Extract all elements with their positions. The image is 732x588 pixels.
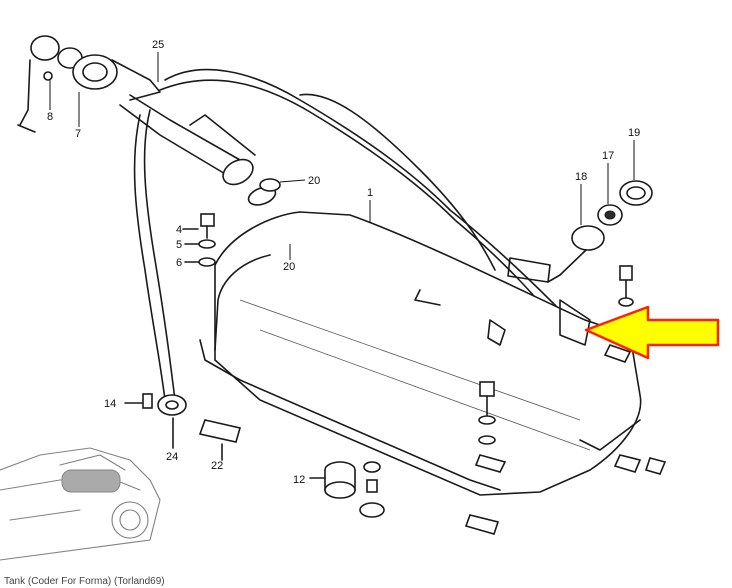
fuel-tank-body bbox=[199, 211, 642, 496]
callout-14: 14 bbox=[104, 398, 116, 410]
callout-19: 19 bbox=[628, 127, 640, 139]
callout-25: 25 bbox=[152, 39, 164, 51]
figure-caption: Tank (Coder For Forma) (Torland69) bbox=[4, 576, 165, 587]
callout-4: 4 bbox=[176, 224, 182, 236]
strap-bracket bbox=[198, 419, 242, 461]
filler-cap-group bbox=[17, 35, 161, 133]
callout-24: 24 bbox=[166, 451, 178, 463]
pointer-arrow-icon bbox=[584, 305, 720, 360]
callout-7: 7 bbox=[75, 128, 81, 140]
callout-17: 17 bbox=[602, 150, 614, 162]
callout-5: 5 bbox=[176, 239, 182, 251]
mount-rubber-group bbox=[309, 461, 385, 518]
car-sketch-tank bbox=[61, 469, 121, 493]
callout-12: 12 bbox=[293, 474, 305, 486]
grommet-group bbox=[124, 393, 187, 449]
callout-20-upper: 20 bbox=[308, 175, 320, 187]
left-fasteners bbox=[182, 213, 216, 267]
callout-1: 1 bbox=[367, 187, 373, 199]
breather-hoses bbox=[133, 68, 561, 401]
sender-unit-group bbox=[547, 180, 653, 283]
callout-labels: 25 8 7 20 20 1 19 17 18 4 5 6 14 24 22 1… bbox=[47, 39, 640, 486]
callout-20-lower: 20 bbox=[283, 261, 295, 273]
callout-6: 6 bbox=[176, 257, 182, 269]
callout-22: 22 bbox=[211, 460, 223, 472]
callout-8: 8 bbox=[47, 111, 53, 123]
car-sketch bbox=[0, 447, 161, 561]
callout-18: 18 bbox=[575, 171, 587, 183]
filler-neck bbox=[119, 94, 256, 186]
